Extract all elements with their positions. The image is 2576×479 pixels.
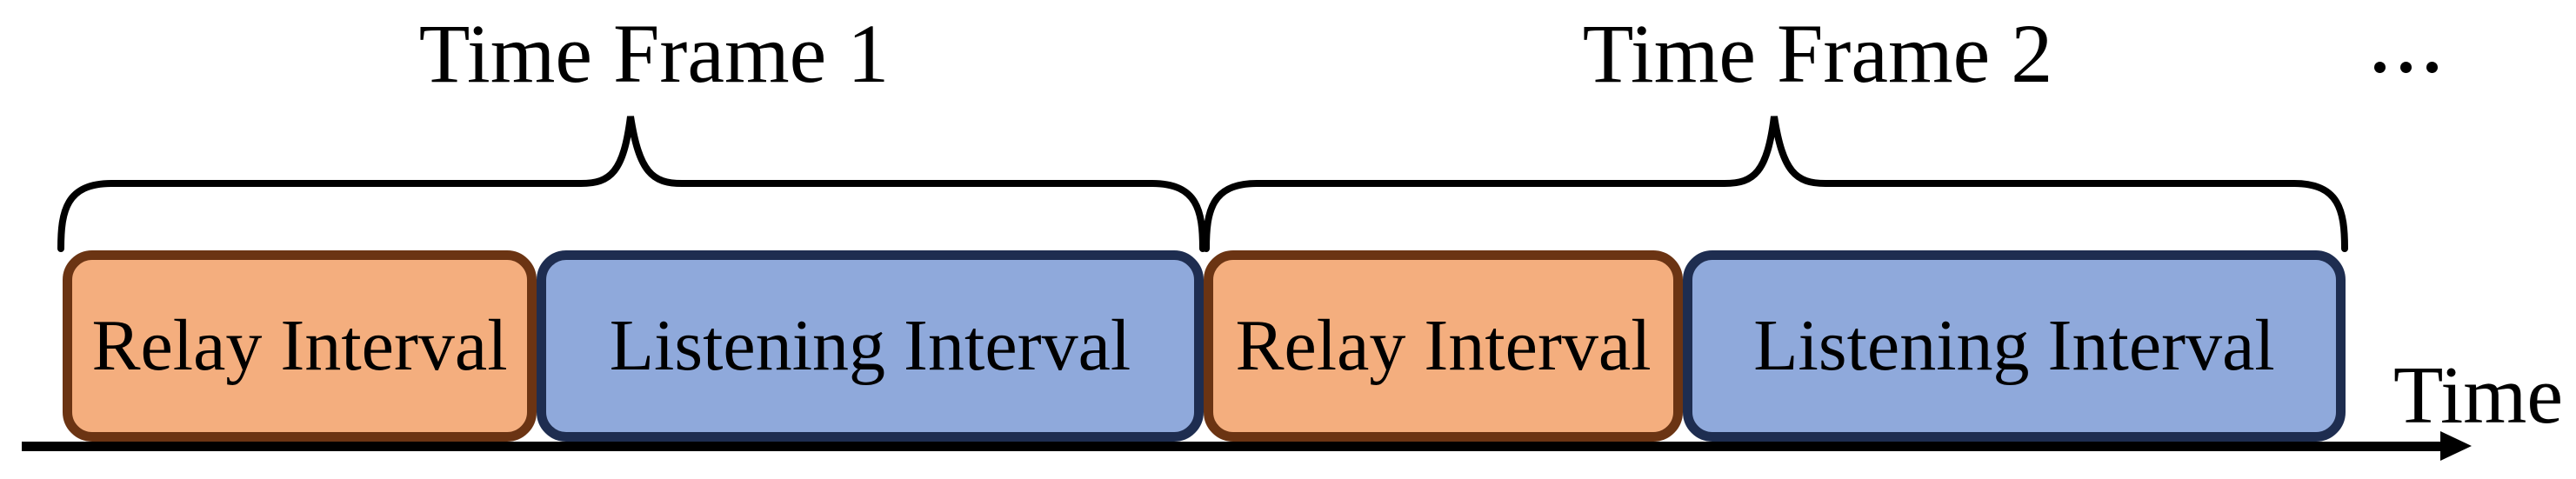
time-axis-line: [22, 442, 2446, 451]
listening-interval-box-frame-2: Listening Interval: [1683, 250, 2346, 442]
brace-frame-2: [1203, 116, 2348, 252]
relay-interval-box-frame-2: Relay Interval: [1204, 250, 1683, 442]
brace-frame-1: [57, 116, 1206, 252]
listening-interval-label: Listening Interval: [609, 305, 1131, 386]
ellipsis-dot: [2400, 62, 2412, 73]
time-axis-label: Time: [2393, 350, 2564, 441]
continuation-ellipsis: [2374, 62, 2438, 73]
time-frame-2-title: Time Frame 2: [1582, 7, 2053, 100]
listening-interval-box-frame-1: Listening Interval: [537, 250, 1204, 442]
ellipsis-dot: [2426, 62, 2438, 73]
time-frame-1-title: Time Frame 1: [418, 7, 890, 100]
relay-interval-label: Relay Interval: [91, 305, 508, 386]
ellipsis-dot: [2374, 62, 2386, 73]
listening-interval-label: Listening Interval: [1753, 305, 2275, 386]
relay-interval-box-frame-1: Relay Interval: [63, 250, 537, 442]
relay-interval-label: Relay Interval: [1235, 305, 1652, 386]
time-axis-arrowhead-icon: [2440, 431, 2472, 461]
